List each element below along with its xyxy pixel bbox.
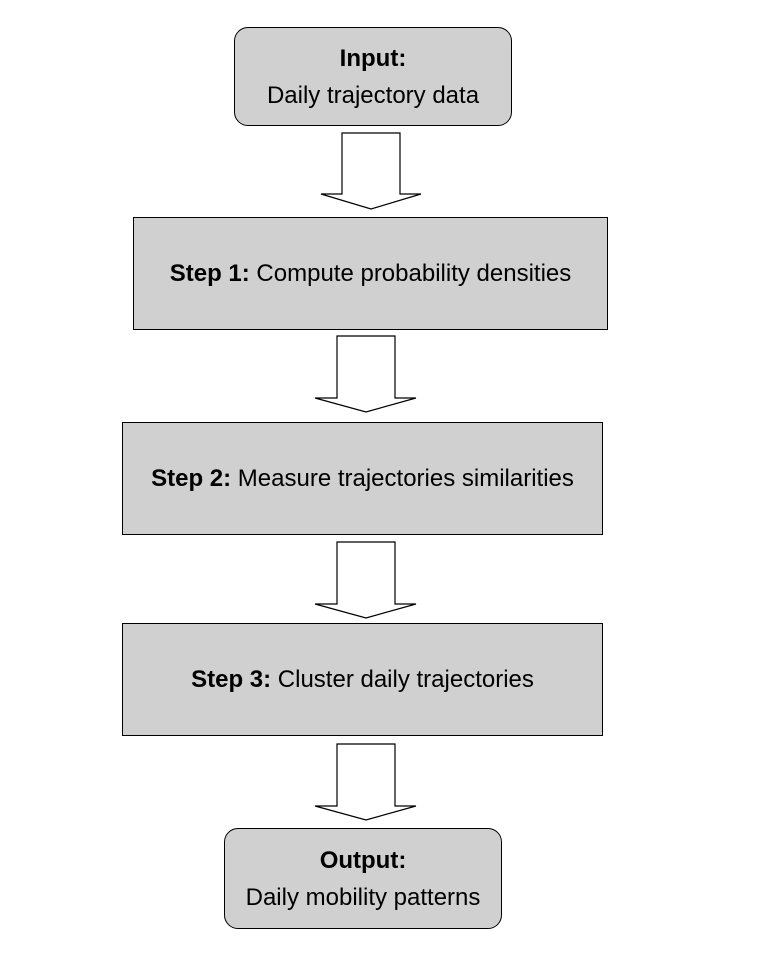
- step-2-line: Step 2: Measure trajectories similaritie…: [151, 460, 574, 497]
- input-heading: Input:: [339, 44, 407, 72]
- step-2-box: Step 2: Measure trajectories similaritie…: [122, 422, 603, 535]
- step-1-label: Step 1:: [169, 260, 250, 287]
- down-arrow-4: [314, 743, 417, 821]
- output-heading: Output:: [319, 846, 407, 874]
- down-arrow-3: [314, 541, 417, 619]
- step-2-text: Measure trajectories similarities: [231, 465, 574, 492]
- output-text: Daily mobility patterns: [245, 883, 481, 911]
- step-3-label: Step 3:: [191, 666, 272, 693]
- step-3-text: Cluster daily trajectories: [271, 666, 534, 693]
- step-1-box: Step 1: Compute probability densities: [133, 217, 608, 330]
- step-1-line: Step 1: Compute probability densities: [170, 255, 572, 292]
- output-box: Output: Daily mobility patterns: [224, 828, 502, 929]
- input-box: Input: Daily trajectory data: [234, 27, 512, 126]
- input-text: Daily trajectory data: [266, 81, 480, 109]
- step-3-box: Step 3: Cluster daily trajectories: [122, 623, 603, 736]
- step-3-line: Step 3: Cluster daily trajectories: [191, 661, 534, 698]
- step-1-text: Compute probability densities: [249, 260, 572, 287]
- down-arrow-1: [320, 132, 422, 210]
- down-arrow-2: [314, 335, 417, 413]
- step-2-label: Step 2:: [151, 465, 232, 492]
